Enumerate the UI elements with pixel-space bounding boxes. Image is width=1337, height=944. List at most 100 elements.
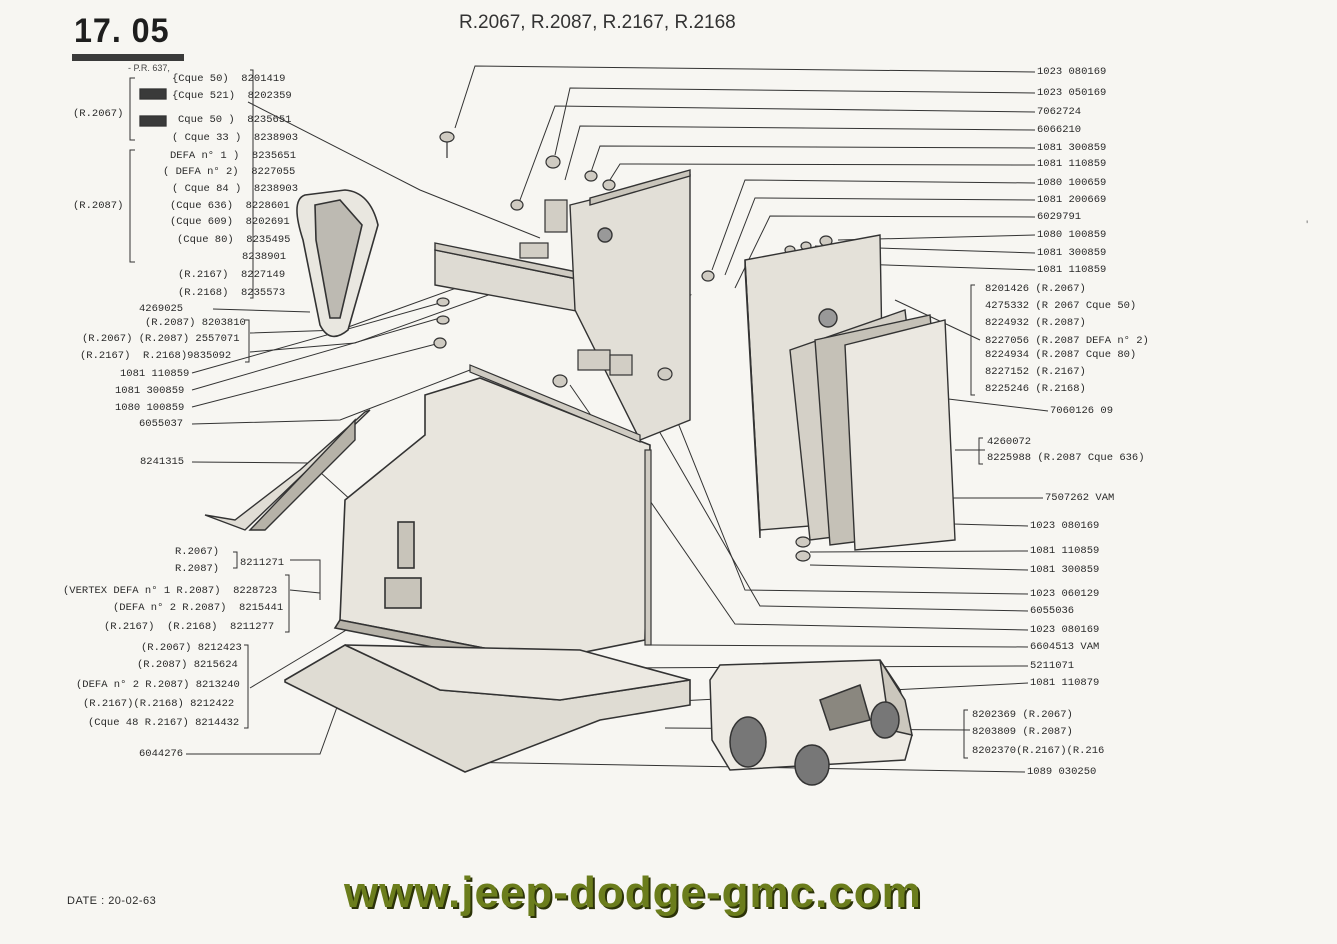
- part-label: 8202370(R.2167)(R.216: [972, 745, 1105, 757]
- part-label: 8225246 (R.2168): [985, 383, 1086, 395]
- part-label: 1081 200669: [1037, 194, 1107, 206]
- van-icon: [139, 88, 167, 127]
- part-label: 1023 080169: [1030, 520, 1100, 532]
- leader-line: [724, 197, 1036, 276]
- part-label: 1080 100859: [1037, 229, 1107, 241]
- leader-line: [809, 564, 1029, 571]
- part-label: 8211271: [240, 557, 285, 569]
- leader-line: [649, 644, 1029, 648]
- part-label: 4275332 (R 2067 Cque 50): [985, 300, 1137, 312]
- part-label: {Cque 50) 8201419: [172, 73, 286, 85]
- part-label: 6055036: [1030, 605, 1075, 617]
- part-label: 1081 110859: [1037, 158, 1107, 170]
- leader-line: [659, 377, 1029, 595]
- part-label: 1023 050169: [1037, 87, 1107, 99]
- part-label: 1081 300859: [1030, 564, 1100, 576]
- vent-grille: [296, 189, 379, 338]
- part-label: 1081 110859: [120, 368, 190, 380]
- bracket: [244, 644, 249, 729]
- part-label: 1023 080169: [1030, 624, 1100, 636]
- part-label: (Cque 609) 8202691: [170, 216, 290, 228]
- section-number-sub: . 05: [111, 12, 170, 50]
- bracket: [285, 574, 290, 633]
- part-label: (Cque 48 R.2167) 8214432: [88, 717, 240, 729]
- part-label: 1080 100659: [1037, 177, 1107, 189]
- pr-note: - P.R. 637,: [128, 63, 170, 73]
- part-label: (R.2087) 8215624: [137, 659, 238, 671]
- bracket: [250, 69, 254, 299]
- part-label: 8238901: [242, 251, 287, 263]
- bracket: [129, 149, 135, 263]
- part-label: (R.2168) 8235573: [178, 287, 286, 299]
- part-label: 7062724: [1037, 106, 1082, 118]
- part-label: 7507262 VAM: [1045, 492, 1115, 504]
- part-label: (R.2167)(R.2168) 8212422: [83, 698, 235, 710]
- part-label: ( Cque 33 ) 8238903: [172, 132, 299, 144]
- floor-tray: [284, 644, 691, 773]
- part-label: 6604513 VAM: [1030, 641, 1100, 653]
- part-label: 8224932 (R.2087): [985, 317, 1086, 329]
- part-label: 1023 060129: [1030, 588, 1100, 600]
- part-label: (R.2067) (R.2087) 2557071: [82, 333, 240, 345]
- bracket: [963, 709, 968, 759]
- van-illustration: [709, 659, 913, 786]
- leader-line: [191, 369, 471, 425]
- site-watermark: www.jeep-dodge-gmc.com: [344, 868, 922, 917]
- part-label: R.2067): [175, 546, 220, 558]
- part-label: 6044276: [139, 748, 184, 760]
- leader-line: [809, 550, 1029, 553]
- part-label: {Cque 521) 8202359: [172, 90, 292, 102]
- section-underline: [72, 54, 184, 61]
- part-label: 8227152 (R.2167): [985, 366, 1086, 378]
- part-label: 1081 300859: [1037, 247, 1107, 259]
- part-label: Cque 50 ) 8235651: [178, 114, 292, 126]
- part-label: 6055037: [139, 418, 184, 430]
- leader-line: [247, 101, 541, 239]
- part-label: 1081 300859: [1037, 142, 1107, 154]
- part-label: (Cque 80) 8235495: [177, 234, 291, 246]
- part-label: (R.2067): [73, 108, 124, 120]
- part-label: (VERTEX DEFA n° 1 R.2087) 8228723: [63, 585, 278, 597]
- part-label: 5211071: [1030, 660, 1075, 672]
- vertical-strip: [469, 364, 652, 646]
- leader-line: [607, 163, 1036, 184]
- support-panel: [569, 169, 691, 441]
- leader-line: [290, 559, 321, 600]
- leader-line: [624, 371, 1029, 612]
- part-label: (R.2167) (R.2168) 8211277: [104, 621, 275, 633]
- bracket: [129, 77, 135, 141]
- part-label: ( DEFA n° 2) 8227055: [163, 166, 296, 178]
- leader-line: [454, 65, 1036, 129]
- leader-line: [519, 105, 1036, 201]
- part-label: 8225988 (R.2087 Cque 636): [987, 452, 1145, 464]
- leader-line: [191, 317, 441, 391]
- part-label: 7060126 09: [1050, 405, 1114, 417]
- date-stamp: DATE : 20-02-63: [67, 895, 157, 907]
- part-label: (DEFA n° 2 R.2087) 8215441: [113, 602, 284, 614]
- part-label: 1081 110879: [1030, 677, 1100, 689]
- leader-line: [554, 87, 1036, 156]
- leader-line: [191, 342, 441, 408]
- model-list: R.2067, R.2087, R.2167, R.2168: [459, 12, 736, 33]
- part-label: 1081 110859: [1030, 545, 1100, 557]
- door-panel-assembly: [744, 234, 956, 551]
- part-label: 8224934 (R.2087 Cque 80): [985, 349, 1137, 361]
- part-label: 6066210: [1037, 124, 1082, 136]
- part-label: 1081 300859: [115, 385, 185, 397]
- part-label: (R.2167) 8227149: [178, 269, 286, 281]
- part-label: ( Cque 84 ) 8238903: [172, 183, 299, 195]
- small-brackets: [519, 199, 633, 376]
- leader-line: [212, 308, 311, 313]
- part-label: 8227056 (R.2087 DEFA n° 2): [985, 335, 1149, 347]
- part-label: (R.2167) R.2168)9835092: [80, 350, 232, 362]
- part-label: 4260072: [987, 436, 1032, 448]
- part-label: 8241315: [140, 456, 185, 468]
- bracket: [245, 319, 250, 363]
- leader-line: [589, 145, 1036, 176]
- lower-left-bracket: [204, 409, 371, 531]
- part-label: 4269025: [139, 303, 184, 315]
- section-number: 17. 05: [74, 12, 170, 51]
- part-label: 8203809 (R.2087): [972, 726, 1073, 738]
